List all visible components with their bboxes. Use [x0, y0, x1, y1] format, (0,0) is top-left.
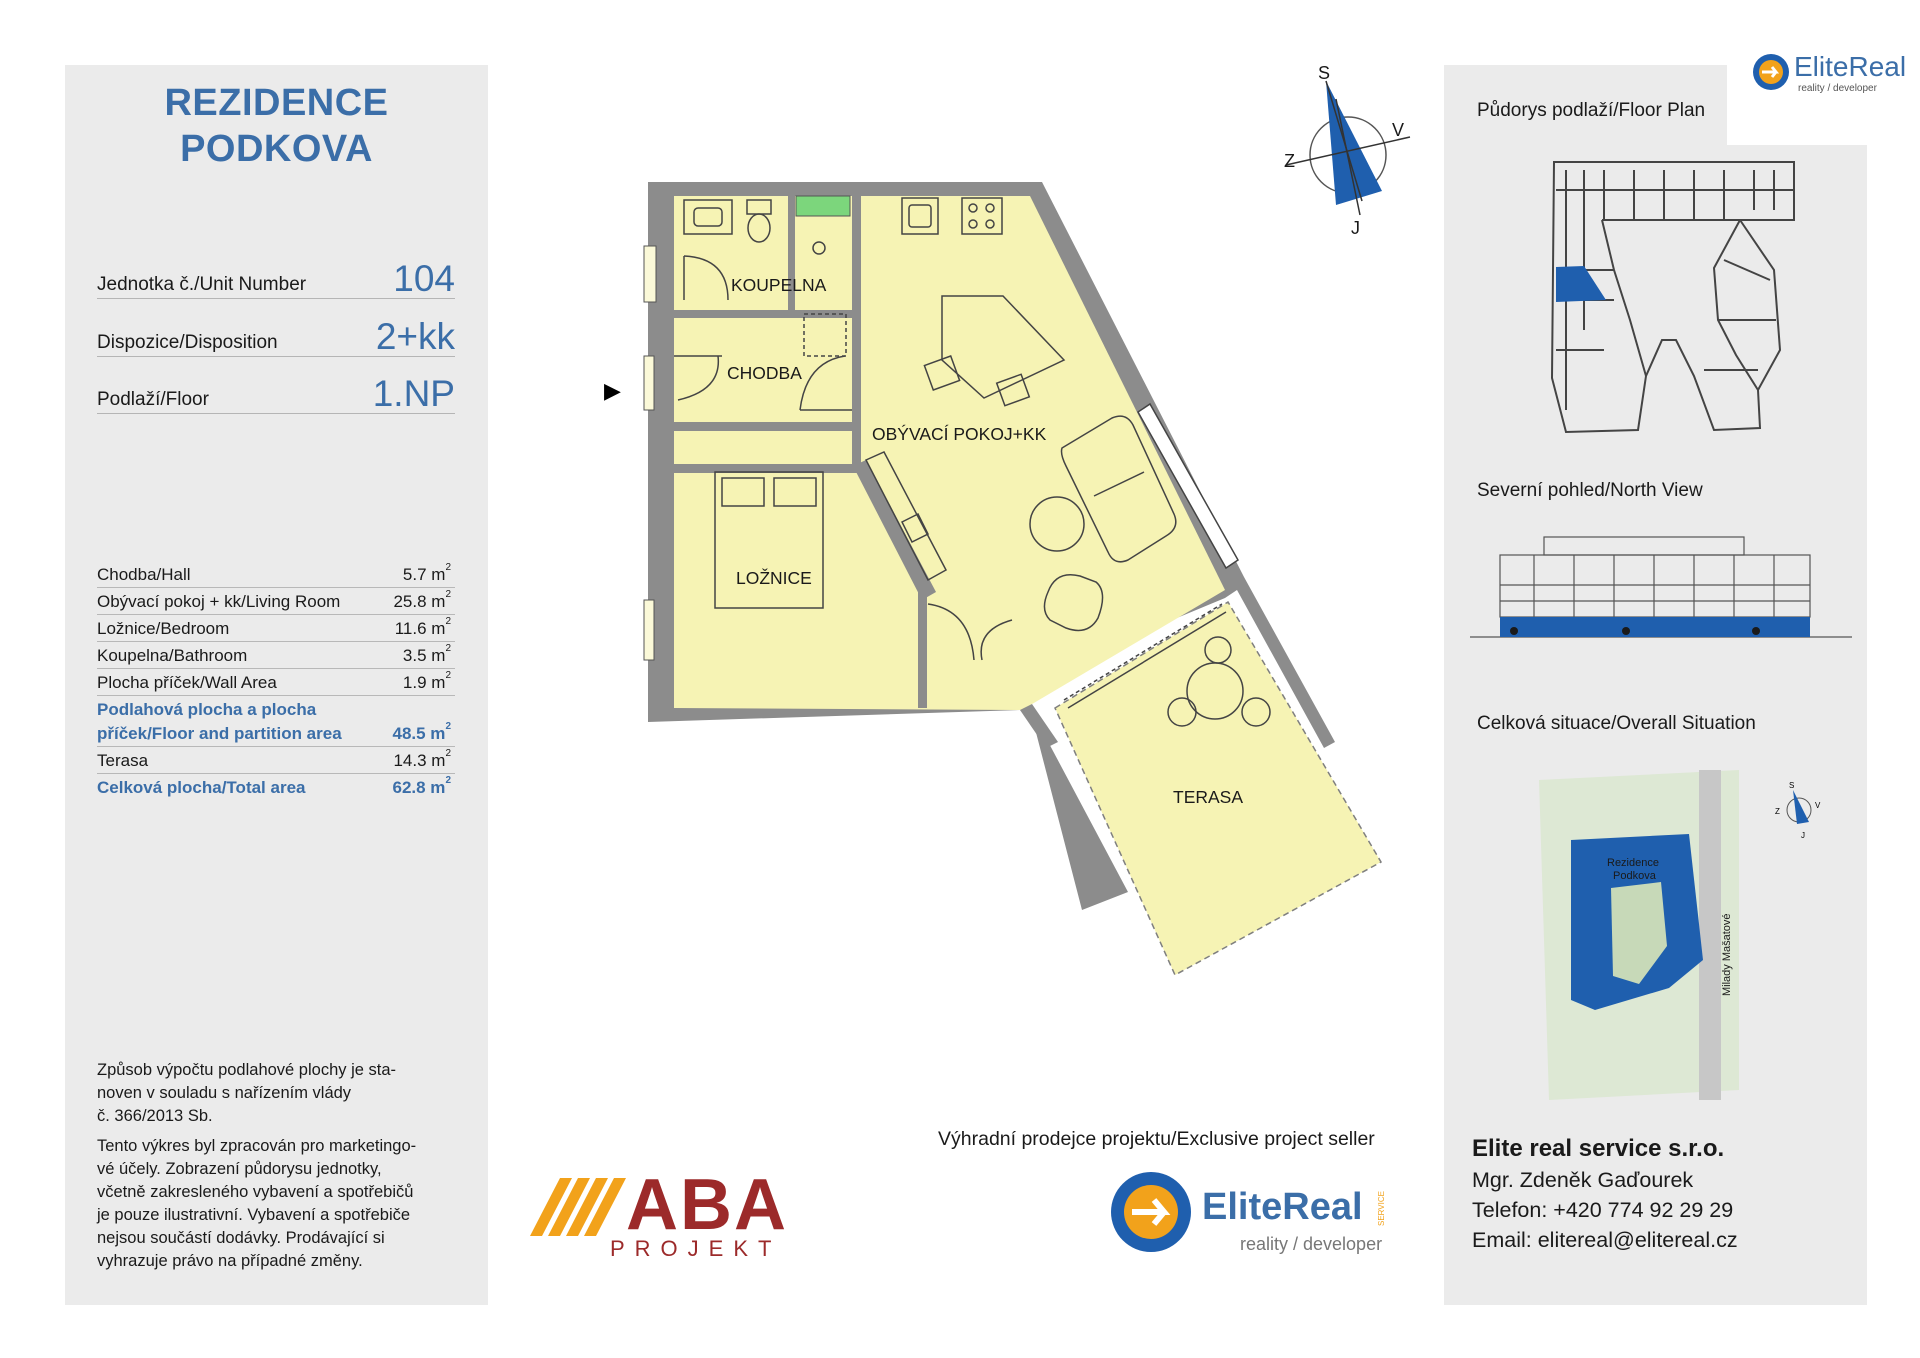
- total-value: 62.8 m2: [392, 775, 452, 797]
- project-title-line2: PODKOVA: [180, 128, 373, 170]
- aba-logo-main: ABA: [626, 1165, 788, 1245]
- svg-text:J: J: [1801, 831, 1805, 840]
- room-label-bedroom: LOŽNICE: [736, 568, 812, 588]
- fixtures: [674, 197, 1271, 727]
- disposition-value: 2+kk: [375, 316, 455, 357]
- room-label-hall: CHODBA: [727, 363, 802, 383]
- terrace-value: 14.3 m2: [393, 748, 451, 770]
- situation-title: Celková situace/Overall Situation: [1477, 713, 1756, 734]
- disposition-row: Dispozice/Disposition 2+kk: [97, 306, 455, 357]
- interior-floor: [674, 196, 1225, 710]
- area-value: 11.6 m2: [394, 616, 451, 638]
- area-row-bathroom: Koupelna/Bathroom 3.5 m2: [97, 642, 455, 669]
- floor-area-label-line2: příček/Floor and partition area: [97, 724, 342, 743]
- right-overview-panel: Půdorys podlaží/Floor Plan Severní pohle…: [1444, 65, 1867, 1305]
- aba-stripes-icon: [530, 1178, 626, 1236]
- aba-projekt-logo: ABA PROJEKT: [530, 1165, 800, 1262]
- seller-logo-brand: EliteReal: [1202, 1186, 1363, 1228]
- total-label: Celková plocha/Total area: [97, 778, 306, 797]
- floor-plan-title: Půdorys podlaží/Floor Plan: [1477, 100, 1706, 121]
- seller-logo-tagline: reality / developer: [1240, 1234, 1383, 1254]
- elitereal-logo-seller: EliteReal reality / developer SERVICE: [1108, 1162, 1408, 1262]
- area-row-total: Celková plocha/Total area 62.8 m2: [97, 774, 455, 800]
- calculation-note: Způsob výpočtu podlahové plochy je sta- …: [97, 1061, 397, 1125]
- room-label-living: OBÝVACÍ POKOJ+KK: [872, 424, 1047, 444]
- left-info-panel: REZIDENCE PODKOVA Jednotka č./Unit Numbe…: [65, 65, 488, 1305]
- floor-row: Podlaží/Floor 1.NP: [97, 363, 455, 414]
- svg-text:Podkova: Podkova: [1613, 870, 1657, 882]
- terrace-floor: [1054, 600, 1383, 977]
- entrance-marker: ▶: [604, 379, 621, 404]
- partitions: [674, 196, 1058, 748]
- svg-text:Milady Mašatové: Milady Mašatové: [1721, 913, 1733, 996]
- top-logo-brand: EliteReal: [1794, 51, 1907, 82]
- area-label: Obývací pokoj + kk/Living Room: [97, 592, 341, 611]
- top-logo-tagline: reality / developer: [1798, 83, 1877, 94]
- seller-logo-small: SERVICE: [1376, 1191, 1386, 1226]
- floor-plan: ▶ KOUPELNA CHODBA OBÝVACÍ POKOJ+KK LOŽNI…: [604, 63, 1411, 977]
- area-label: Ložnice/Bedroom: [97, 619, 230, 638]
- area-row-living: Obývací pokoj + kk/Living Room 25.8 m2: [97, 588, 455, 615]
- room-label-bathroom: KOUPELNA: [731, 275, 827, 295]
- room-label-terrace: TERASA: [1173, 787, 1243, 807]
- logo-backdrop: [1727, 65, 1867, 145]
- north-elevation: [1470, 536, 1852, 638]
- shower-drain: [795, 195, 851, 217]
- disclaimer-note: Tento výkres byl zpracován pro marketing…: [97, 1137, 417, 1270]
- area-row-floor-total: Podlahová plocha a plocha příček/Floor a…: [97, 696, 455, 747]
- exclusive-seller-label: Výhradní prodejce projektu/Exclusive pro…: [938, 1128, 1375, 1150]
- company-phone: Telefon: +420 774 92 29 29: [1472, 1198, 1734, 1222]
- elitereal-seller-mark-icon: [1111, 1172, 1191, 1252]
- svg-text:Rezidence: Rezidence: [1607, 857, 1659, 869]
- svg-text:S: S: [1789, 781, 1794, 790]
- elitereal-mark-icon: [1753, 54, 1789, 90]
- site-plan: Rezidence Podkova Milady Mašatové S V Z …: [1539, 770, 1821, 1100]
- area-value: 3.5 m2: [402, 643, 451, 665]
- compass-icon: S V Z J: [1284, 63, 1411, 238]
- company-person: Mgr. Zdeněk Gaďourek: [1472, 1168, 1694, 1192]
- disposition-label: Dispozice/Disposition: [97, 332, 278, 353]
- unit-number-label: Jednotka č./Unit Number: [97, 274, 307, 295]
- area-value: 25.8 m2: [393, 589, 451, 611]
- svg-text:V: V: [1392, 120, 1404, 140]
- aba-logo-sub: PROJEKT: [610, 1236, 782, 1261]
- area-row-walls: Plocha příček/Wall Area 1.9 m2: [97, 669, 455, 696]
- site-labels: Rezidence Podkova Milady Mašatové: [1607, 857, 1733, 996]
- svg-text:V: V: [1815, 801, 1821, 810]
- floor-area-value: 48.5 m2: [392, 721, 452, 743]
- floor-label: Podlaží/Floor: [97, 389, 209, 410]
- unit-number-value: 104: [393, 258, 455, 299]
- area-row-terrace: Terasa 14.3 m2: [97, 747, 455, 774]
- svg-text:J: J: [1351, 218, 1360, 238]
- company-email[interactable]: Email: elitereal@elitereal.cz: [1472, 1228, 1738, 1252]
- area-value: 5.7 m2: [402, 562, 451, 584]
- area-label: Koupelna/Bathroom: [97, 646, 248, 665]
- entry-windows: [643, 245, 657, 661]
- elitereal-logo-top: EliteReal reality / developer: [1752, 47, 1906, 99]
- floor-value: 1.NP: [372, 373, 455, 414]
- svg-text:Z: Z: [1775, 807, 1780, 816]
- area-label: Plocha příček/Wall Area: [97, 673, 277, 692]
- site-compass-icon: S V Z J: [1775, 781, 1821, 840]
- floor-area-label-line1: Podlahová plocha a plocha: [97, 700, 317, 719]
- area-row-bedroom: Ložnice/Bedroom 11.6 m2: [97, 615, 455, 642]
- area-label: Chodba/Hall: [97, 565, 191, 584]
- north-view-title: Severní pohled/North View: [1477, 480, 1703, 501]
- svg-text:Z: Z: [1284, 151, 1295, 171]
- company-name: Elite real service s.r.o.: [1472, 1135, 1725, 1162]
- terrace-label: Terasa: [97, 751, 149, 770]
- area-row-hall: Chodba/Hall 5.7 m2: [97, 561, 455, 588]
- svg-text:S: S: [1318, 63, 1330, 83]
- project-title-line1: REZIDENCE: [164, 82, 389, 124]
- area-value: 1.9 m2: [402, 670, 451, 692]
- unit-number-row: Jednotka č./Unit Number 104: [97, 248, 455, 299]
- building-floor-plan: [1550, 161, 1795, 434]
